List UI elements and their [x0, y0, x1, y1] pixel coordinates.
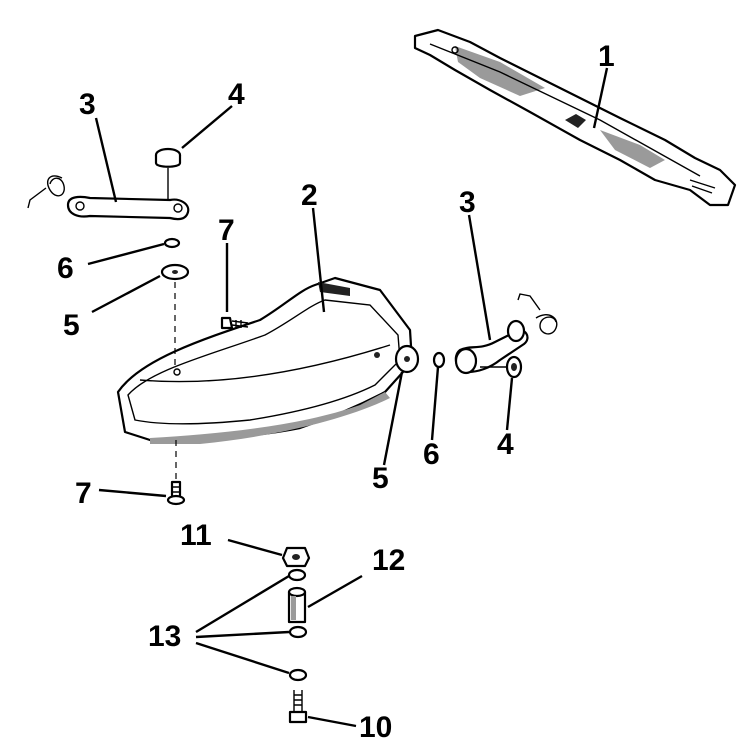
- callout-2-housing: 2: [301, 179, 318, 212]
- washer-bottom: [288, 668, 308, 682]
- callout-7-lower-screw: 7: [75, 477, 92, 510]
- hex-nut: [281, 546, 311, 568]
- right-pivot-bolt: [480, 355, 523, 379]
- mower-blade: [413, 28, 737, 207]
- washer-middle: [288, 625, 308, 639]
- callout-5-right-spacer: 5: [372, 462, 389, 495]
- blade-housing: [116, 276, 414, 444]
- callout-7-upper-screw: 7: [218, 214, 235, 247]
- callout-12-bushing: 12: [372, 544, 405, 577]
- left-pivot-bolt: [154, 147, 182, 200]
- callout-13-washers: 13: [148, 620, 181, 653]
- leader-lines: [87, 67, 609, 728]
- callout-5-left-spacer: 5: [63, 309, 80, 342]
- callout-6-right-washer: 6: [423, 438, 440, 471]
- upper-screw: [220, 316, 249, 330]
- callout-6-left-washer: 6: [57, 252, 74, 285]
- bushing: [287, 586, 307, 624]
- callout-11-nut: 11: [180, 519, 212, 552]
- callout-4-left-bolt: 4: [228, 78, 245, 111]
- hex-bolt: [288, 690, 308, 724]
- lower-screw: [166, 480, 186, 506]
- right-idler-arm: [454, 293, 558, 375]
- right-spacer: [394, 344, 420, 374]
- left-lock-washer: [163, 237, 181, 249]
- right-lock-washer: [432, 351, 446, 369]
- callout-4-right-bolt: 4: [497, 428, 514, 461]
- callout-3-left-arm: 3: [79, 88, 96, 121]
- callout-1-blade: 1: [598, 40, 615, 73]
- callout-3-right-arm: 3: [459, 186, 476, 219]
- callout-10-bolt: 10: [359, 711, 392, 744]
- washer-top: [287, 568, 307, 582]
- left-spacer: [160, 263, 190, 281]
- left-idler-arm: [27, 175, 190, 221]
